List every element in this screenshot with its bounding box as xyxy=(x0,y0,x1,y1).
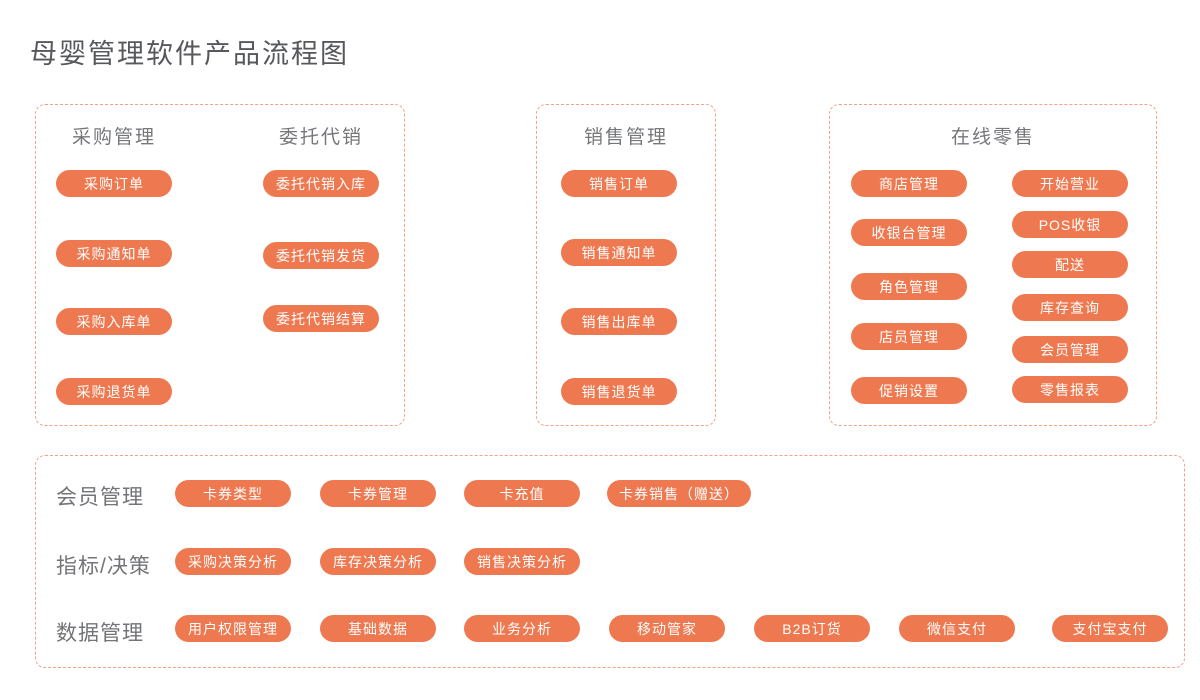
card-recharge-button[interactable]: 卡充值 xyxy=(464,480,580,507)
member-management-row-label: 会员管理 xyxy=(56,486,144,509)
cashier-management-button[interactable]: 收银台管理 xyxy=(851,219,967,246)
purchase-decision-analysis-button[interactable]: 采购决策分析 xyxy=(175,548,291,575)
sales-order-button[interactable]: 销售订单 xyxy=(561,170,677,197)
sales-outbound-button[interactable]: 销售出库单 xyxy=(561,308,677,335)
inventory-query-button[interactable]: 库存查询 xyxy=(1012,294,1128,321)
consignment-settle-button[interactable]: 委托代销结算 xyxy=(263,305,379,332)
card-management-button[interactable]: 卡券管理 xyxy=(320,480,436,507)
page-title: 母婴管理软件产品流程图 xyxy=(30,39,349,69)
business-analysis-button[interactable]: 业务分析 xyxy=(464,615,580,642)
consignment-ship-button[interactable]: 委托代销发货 xyxy=(263,242,379,269)
sales-decision-analysis-button[interactable]: 销售决策分析 xyxy=(464,548,580,575)
online-retail-panel: 在线零售 商店管理 收银台管理 角色管理 店员管理 促销设置 开始营业 POS收… xyxy=(829,104,1157,426)
start-business-button[interactable]: 开始营业 xyxy=(1012,170,1128,197)
role-management-button[interactable]: 角色管理 xyxy=(851,273,967,300)
clerk-management-button[interactable]: 店员管理 xyxy=(851,323,967,350)
consignment-inbound-button[interactable]: 委托代销入库 xyxy=(263,170,379,197)
user-permission-button[interactable]: 用户权限管理 xyxy=(175,615,291,642)
wechat-pay-button[interactable]: 微信支付 xyxy=(899,615,1015,642)
alipay-button[interactable]: 支付宝支付 xyxy=(1052,615,1168,642)
member-management-button[interactable]: 会员管理 xyxy=(1012,336,1128,363)
basic-data-button[interactable]: 基础数据 xyxy=(320,615,436,642)
platform-panel: 会员管理 指标/决策 数据管理 卡券类型 卡券管理 卡充值 卡券销售（赠送） 采… xyxy=(35,455,1185,668)
retail-report-button[interactable]: 零售报表 xyxy=(1012,376,1128,403)
purchase-notice-button[interactable]: 采购通知单 xyxy=(56,240,172,267)
mobile-manager-button[interactable]: 移动管家 xyxy=(609,615,725,642)
purchase-return-button[interactable]: 采购退货单 xyxy=(56,378,172,405)
purchase-consignment-panel: 采购管理 委托代销 采购订单 采购通知单 采购入库单 采购退货单 委托代销入库 … xyxy=(35,104,405,426)
card-sale-gift-button[interactable]: 卡券销售（赠送） xyxy=(607,480,751,507)
sales-management-panel: 销售管理 销售订单 销售通知单 销售出库单 销售退货单 xyxy=(536,104,716,426)
pos-cashier-button[interactable]: POS收银 xyxy=(1012,211,1128,238)
promotion-settings-button[interactable]: 促销设置 xyxy=(851,377,967,404)
online-retail-header: 在线零售 xyxy=(950,127,1035,148)
inventory-decision-analysis-button[interactable]: 库存决策分析 xyxy=(320,548,436,575)
sales-notice-button[interactable]: 销售通知单 xyxy=(561,239,677,266)
purchase-order-button[interactable]: 采购订单 xyxy=(56,170,172,197)
shop-management-button[interactable]: 商店管理 xyxy=(851,170,967,197)
sales-return-button[interactable]: 销售退货单 xyxy=(561,378,677,405)
data-management-row-label: 数据管理 xyxy=(56,622,144,645)
consignment-header: 委托代销 xyxy=(278,127,363,148)
sales-management-header: 销售管理 xyxy=(583,127,668,148)
b2b-ordering-button[interactable]: B2B订货 xyxy=(754,615,870,642)
delivery-button[interactable]: 配送 xyxy=(1012,251,1128,278)
purchase-inbound-button[interactable]: 采购入库单 xyxy=(56,308,172,335)
purchase-management-header: 采购管理 xyxy=(71,127,156,148)
decision-metrics-row-label: 指标/决策 xyxy=(56,555,151,578)
card-type-button[interactable]: 卡券类型 xyxy=(175,480,291,507)
